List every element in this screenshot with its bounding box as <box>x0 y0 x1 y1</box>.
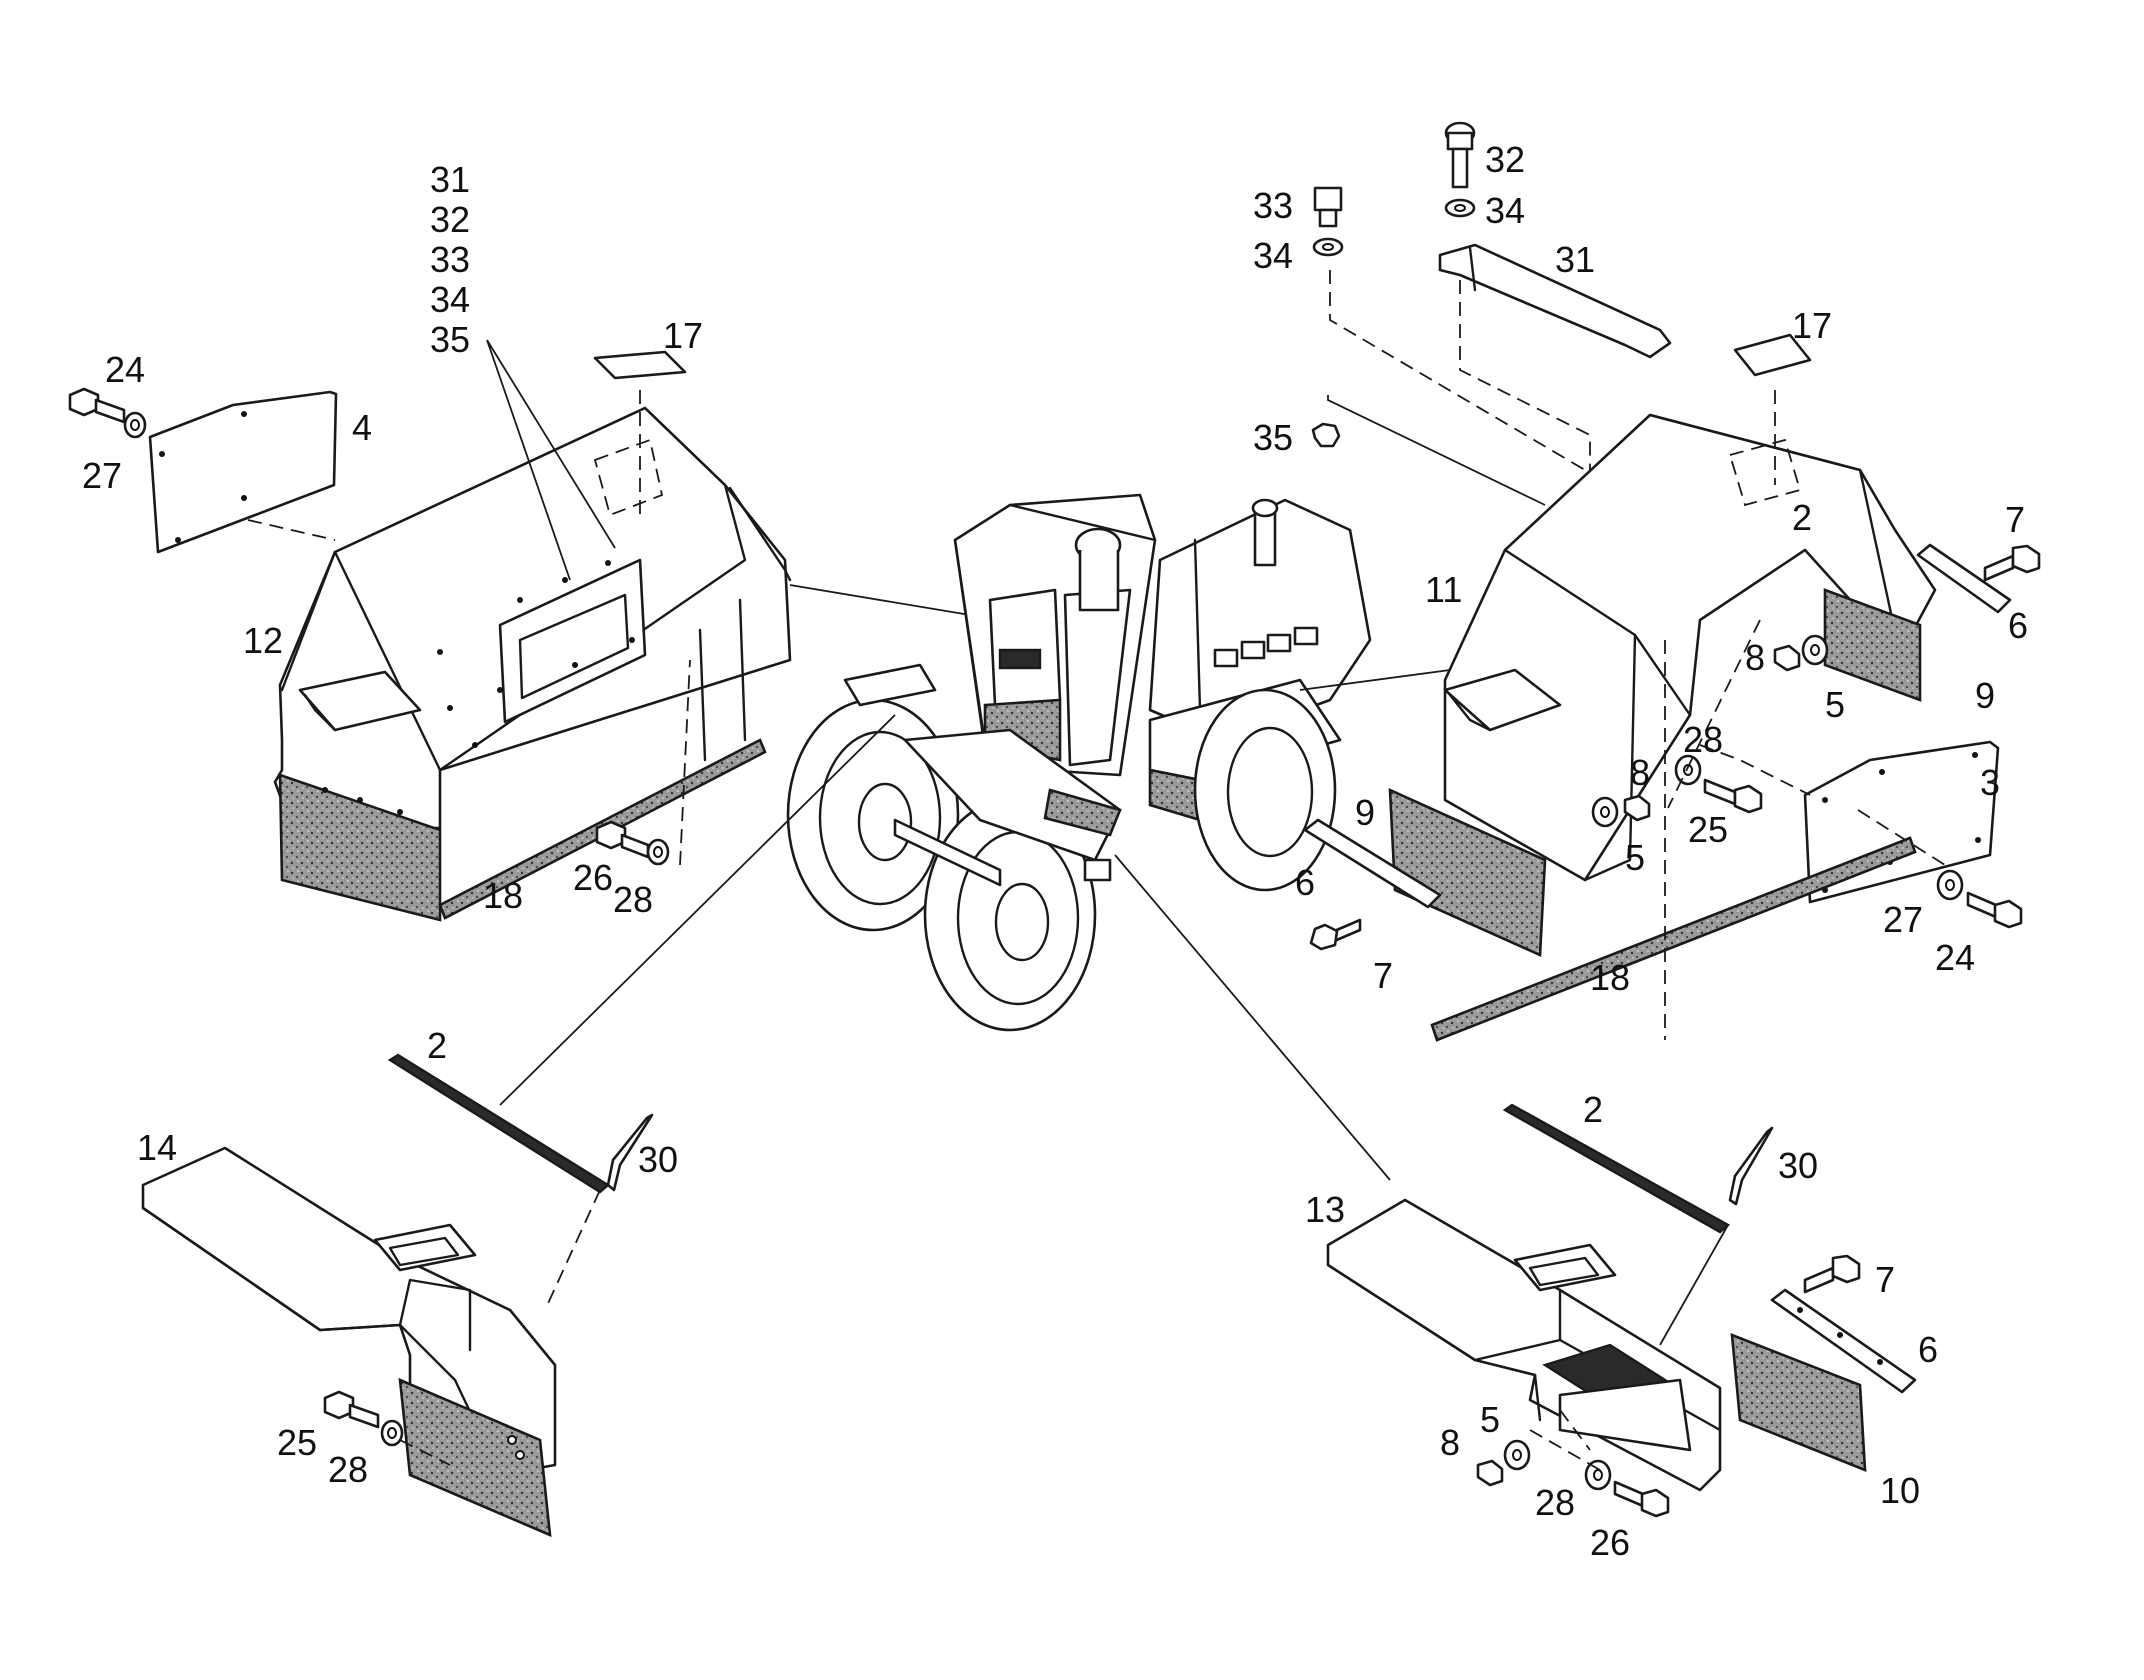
pin-30-right <box>1728 1126 1774 1206</box>
bolt-24-left <box>68 387 147 439</box>
strip-2-left <box>387 1053 611 1194</box>
callout-34-right-b: 34 <box>1253 235 1293 276</box>
callout-6-upper: 6 <box>2008 605 2028 646</box>
pin-30-left <box>606 1113 654 1192</box>
mudflap-left-rear <box>278 773 442 922</box>
callout-24-right: 24 <box>1935 937 1975 978</box>
callout-9-upper: 9 <box>1975 675 1995 716</box>
rear-hood-assembly-left <box>68 339 1001 922</box>
mudflap-10 <box>1730 1333 1867 1472</box>
callout-12: 12 <box>243 620 283 661</box>
callout-18-right: 18 <box>1590 957 1630 998</box>
callout-25-left: 25 <box>277 1422 317 1463</box>
bolt-7-lower <box>1309 918 1362 951</box>
callout-32-stack: 32 <box>430 199 470 240</box>
callout-35-stack: 35 <box>430 319 470 360</box>
callout-33-stack: 33 <box>430 239 470 280</box>
bolt-26-lowerright <box>1584 1459 1670 1518</box>
callout-2-left: 2 <box>427 1025 447 1066</box>
bolt-26-left <box>595 820 670 866</box>
strip-2-right <box>1502 1103 1731 1234</box>
callout-32-right: 32 <box>1485 139 1525 180</box>
mudflap-9-lower <box>1388 787 1547 957</box>
callout-34-right-a: 34 <box>1485 190 1525 231</box>
callout-2-right: 2 <box>1583 1089 1603 1130</box>
callout-31-right: 31 <box>1555 239 1595 280</box>
bolt-24-right <box>1936 869 2023 929</box>
callout-27-right: 27 <box>1883 899 1923 940</box>
rear-hood-assembly-right: 2 <box>1303 121 2041 1042</box>
callout-17-right: 17 <box>1792 305 1832 346</box>
bolt-7-lowerright <box>1803 1254 1861 1294</box>
callout-5-upper: 5 <box>1825 684 1845 725</box>
callout-31-stack: 31 <box>430 159 470 200</box>
callout-10: 10 <box>1880 1470 1920 1511</box>
callout-7-lowerright: 7 <box>1875 1259 1895 1300</box>
callout-28-right: 28 <box>1683 719 1723 760</box>
callout-6-lowerright: 6 <box>1918 1329 1938 1370</box>
nut-8-lowerright <box>1476 1439 1531 1487</box>
callout-2-faint: 2 <box>1792 497 1812 538</box>
bolt-25-left <box>323 1390 404 1447</box>
callout-17-left: 17 <box>663 315 703 356</box>
callout-7-upper: 7 <box>2005 499 2025 540</box>
bolt-32 <box>1444 121 1476 218</box>
nut-8-upper <box>1773 634 1829 672</box>
nut-8-middle <box>1591 794 1651 828</box>
callout-18-left: 18 <box>483 875 523 916</box>
callout-27-left: 27 <box>82 455 122 496</box>
side-panel-4 <box>148 390 338 554</box>
nut-35 <box>1311 422 1341 448</box>
name-plate-17-left <box>593 350 687 380</box>
callout-8-lowerright: 8 <box>1440 1422 1460 1463</box>
callout-8-middle: 8 <box>1630 752 1650 793</box>
callout-14: 14 <box>137 1127 177 1168</box>
callout-labels: 31 32 33 34 35 17 24 4 27 12 26 28 18 32… <box>82 139 2028 1563</box>
bolt-7-upper <box>1983 544 2041 582</box>
callout-33-right: 33 <box>1253 185 1293 226</box>
callout-28-left: 28 <box>613 879 653 920</box>
grille-frame <box>498 558 647 724</box>
callout-35-right: 35 <box>1253 417 1293 458</box>
callout-26-lowerright: 26 <box>1590 1522 1630 1563</box>
rear-wheel <box>1193 688 1337 892</box>
bracket-31 <box>1438 243 1672 359</box>
callout-30-left: 30 <box>638 1139 678 1180</box>
callout-8-upper: 8 <box>1745 637 1765 678</box>
callout-4: 4 <box>352 407 372 448</box>
machine-overview <box>499 493 1451 1181</box>
callout-11: 11 <box>1425 569 1462 610</box>
callout-7-lower: 7 <box>1373 955 1393 996</box>
callout-28-lowerright: 28 <box>1535 1482 1575 1523</box>
callout-30-right: 30 <box>1778 1145 1818 1186</box>
strap-6-lowerright <box>1770 1288 1917 1394</box>
callout-26-left: 26 <box>573 857 613 898</box>
bolt-33 <box>1312 186 1344 257</box>
fender-assembly-right <box>1326 1103 1917 1518</box>
bolt-25-upper <box>1674 754 1763 814</box>
strap-6-upper <box>1916 543 2012 614</box>
callout-28-lowerleft: 28 <box>328 1449 368 1490</box>
callout-9-lower: 9 <box>1355 792 1375 833</box>
callout-6-lower: 6 <box>1295 862 1315 903</box>
name-plate-17-right <box>1733 333 1812 377</box>
callout-3: 3 <box>1980 762 2000 803</box>
callout-25-right: 25 <box>1688 809 1728 850</box>
callout-5-middle: 5 <box>1625 837 1645 878</box>
callout-13: 13 <box>1305 1189 1345 1230</box>
strap-6-lower <box>1303 818 1442 909</box>
callout-34-stack: 34 <box>430 279 470 320</box>
strip-18-right <box>1430 836 1917 1042</box>
callout-5-lowerright: 5 <box>1480 1399 1500 1440</box>
engine-hood <box>1148 498 1372 742</box>
fender-assembly-left <box>141 1053 654 1538</box>
callout-24-left: 24 <box>105 349 145 390</box>
